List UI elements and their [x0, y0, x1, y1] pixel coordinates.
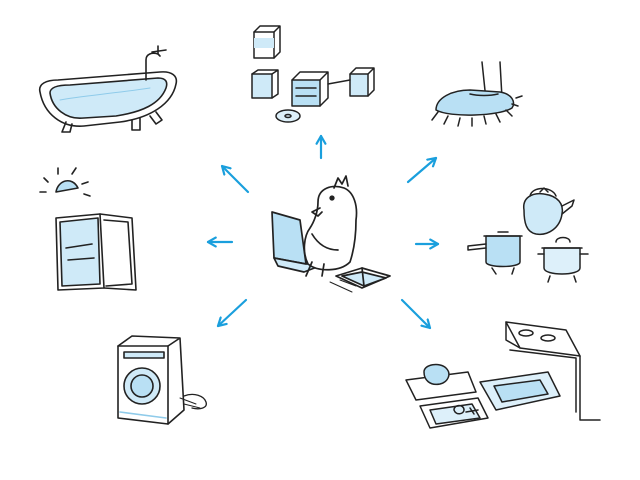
window-sun-icon [39, 167, 137, 291]
arrows [206, 134, 440, 330]
arrow-to-slipper [406, 156, 438, 184]
bird-hub-figure [271, 175, 391, 293]
kettle-pots-icon [467, 187, 589, 283]
slipper-icon [431, 61, 523, 127]
arrow-to-kitchen-stove [400, 298, 432, 330]
storage-boxes-icon [251, 25, 375, 123]
washing-machine-icon [117, 335, 207, 425]
arrow-to-bathtub [220, 164, 250, 194]
bathtub-icon [38, 45, 178, 133]
kitchen-stove-icon [405, 321, 601, 429]
arrow-to-washing-machine [216, 298, 248, 328]
